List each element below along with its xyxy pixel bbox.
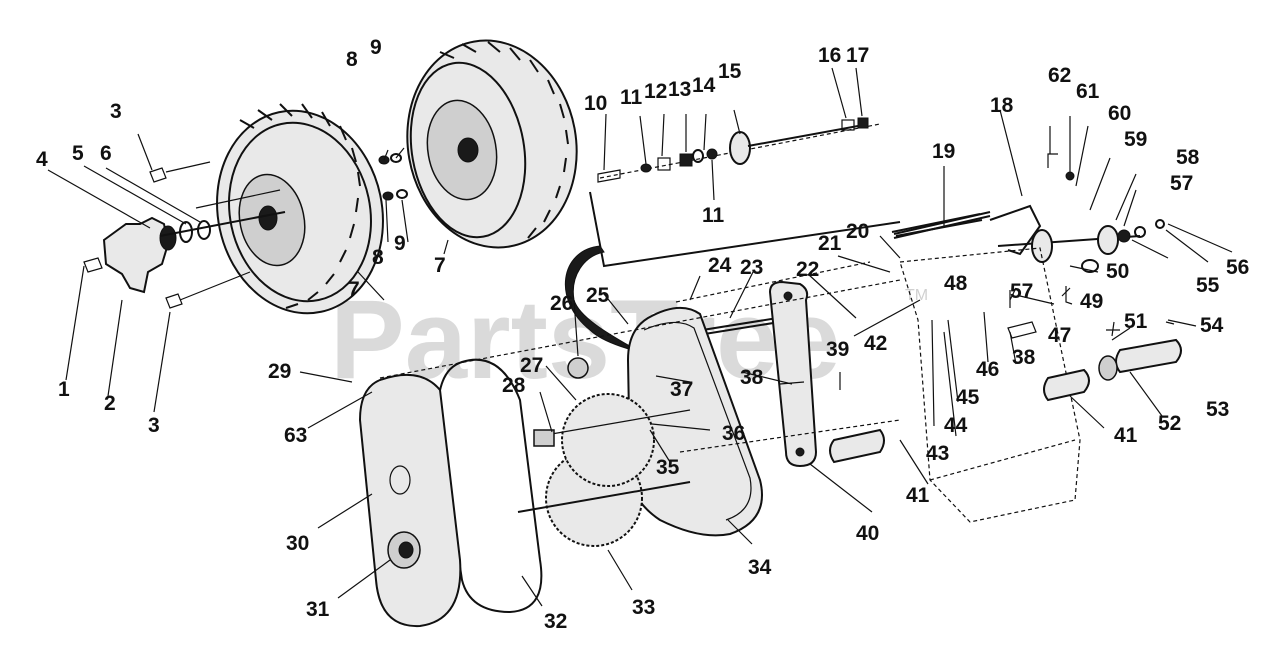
part-label-26: 26 [550,292,573,315]
part-label-24: 24 [708,254,732,277]
part-label-59: 59 [1124,128,1147,151]
part-label-37: 37 [670,378,693,401]
link-arm [768,280,818,468]
part-label-57a: 57 [1010,280,1033,303]
part-label-56: 56 [1226,256,1249,279]
sprocket-hub [102,216,170,294]
part-label-17: 17 [846,44,869,67]
part-label-34: 34 [748,556,772,579]
part-label-48: 48 [944,272,968,295]
part-label-12: 12 [644,80,667,103]
front-wheel [406,39,578,249]
part-label-42: 42 [864,332,887,355]
hub-parts [83,161,286,309]
part-label-32: 32 [544,610,567,633]
part-label-38b: 38 [1012,346,1036,369]
part-label-18: 18 [990,94,1014,117]
part-label-8a: 8 [346,48,358,71]
chain-cover [358,373,462,628]
leader-lines [47,67,1233,607]
part-label-49: 49 [1080,290,1103,313]
part-label-39: 39 [826,338,849,361]
part-label-33: 33 [632,596,655,619]
rear-wheel [216,103,384,315]
part-label-11b: 11 [702,204,725,227]
part-label-8b: 8 [372,246,384,269]
part-label-40: 40 [856,522,879,545]
part-label-22: 22 [796,258,819,281]
part-label-53: 53 [1206,398,1229,421]
part-label-62: 62 [1048,64,1071,87]
part-label-61: 61 [1076,80,1100,103]
part-label-15: 15 [718,60,742,83]
part-label-11a: 11 [620,86,643,109]
part-label-50: 50 [1106,260,1129,283]
part-label-25: 25 [586,284,610,307]
part-label-23: 23 [740,256,763,279]
part-label-43: 43 [926,442,949,465]
part-label-28: 28 [502,374,526,397]
part-label-47: 47 [1048,324,1071,347]
part-label-46: 46 [976,358,999,381]
part-label-29: 29 [268,360,291,383]
part-label-52: 52 [1158,412,1181,435]
part-label-1: 1 [58,378,70,401]
part-label-3b: 3 [148,414,160,437]
part-label-44: 44 [944,414,968,437]
part-label-58: 58 [1176,146,1200,169]
part-label-3a: 3 [110,100,122,123]
part-label-2: 2 [104,392,116,415]
part-label-41b: 41 [1114,424,1138,447]
part-label-5: 5 [72,142,84,165]
part-label-57b: 57 [1170,172,1193,195]
part-label-63: 63 [284,424,307,447]
small-gear [561,393,655,487]
part-label-4: 4 [36,148,48,171]
frame-housing-outline [899,247,1081,523]
part-label-10: 10 [584,92,607,115]
part-label-27: 27 [520,354,543,377]
part-label-21: 21 [818,232,842,255]
part-label-14: 14 [692,74,716,97]
part-label-6: 6 [100,142,112,165]
part-label-60: 60 [1108,102,1131,125]
part-label-30: 30 [286,532,309,555]
part-labels: 1 2 3 3 4 5 6 7 7 8 8 9 9 10 11 11 12 13… [36,36,1249,633]
part-label-41a: 41 [906,484,930,507]
part-label-9b: 9 [394,232,406,255]
part-label-9a: 9 [370,36,382,59]
axle-bolt-stack [589,117,901,268]
part-label-7a: 7 [348,278,360,301]
wheel-nuts [378,153,408,201]
part-label-38a: 38 [740,366,764,389]
part-label-31: 31 [306,598,330,621]
part-label-45: 45 [956,386,980,409]
inner-plate [626,307,763,537]
watermark-trademark: TM [905,287,928,304]
part-label-7b: 7 [434,254,446,277]
part-label-16: 16 [818,44,841,67]
part-label-20: 20 [846,220,869,243]
part-label-55: 55 [1196,274,1220,297]
part-label-35: 35 [656,456,680,479]
part-label-51: 51 [1124,310,1148,333]
part-label-54: 54 [1200,314,1224,337]
roller-tubes [829,321,1182,464]
part-label-13: 13 [668,78,691,101]
part-label-19: 19 [932,140,955,163]
part-label-36: 36 [722,422,745,445]
